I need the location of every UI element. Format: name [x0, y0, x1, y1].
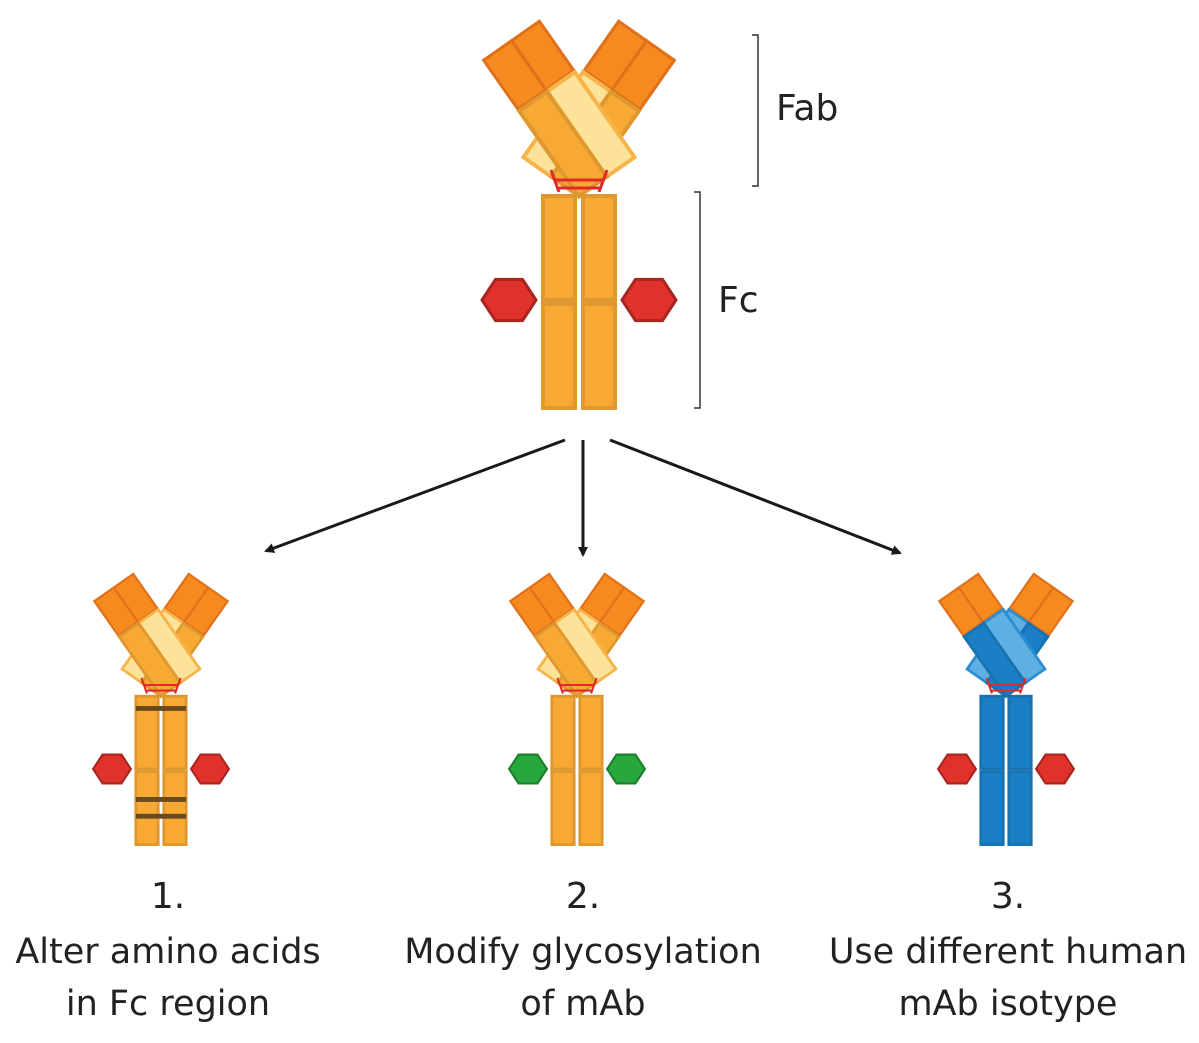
right-arm [92, 572, 202, 699]
option-1-number: 1. [150, 876, 186, 917]
fab-label: Fab [776, 88, 839, 129]
heavy-variable-domain [1027, 586, 1075, 638]
option-1-line-1: Alter amino acids [15, 932, 321, 972]
heavy-ch1-domain [516, 88, 610, 200]
left-glycan-hexagon [936, 753, 978, 785]
disulfide-bridge [549, 169, 609, 193]
ch3-domain [162, 770, 188, 846]
ch3-domain [581, 302, 617, 410]
ch2-domain [979, 694, 1005, 771]
ch2-domain [581, 194, 617, 302]
right-fc-chain [581, 194, 617, 410]
antibody-main [480, 19, 678, 410]
ch3-domain [134, 770, 160, 846]
arrow-to-option-3 [609, 438, 902, 555]
ch2-domain [541, 194, 577, 302]
antibody-option-2 [507, 572, 647, 846]
fab-bracket [752, 34, 759, 187]
option-2-line-2: of mAb [520, 984, 646, 1024]
right-glycan-hexagon [189, 753, 231, 785]
antibody-option-3 [936, 572, 1076, 846]
option-2-number: 2. [565, 876, 601, 917]
ch2-domain [578, 694, 604, 771]
ch3-domain [578, 770, 604, 846]
antibody-option-1 [91, 572, 231, 846]
left-fc-chain [541, 194, 577, 410]
mutation-mark-3 [135, 813, 187, 819]
left-glycan-hexagon [507, 753, 549, 785]
ch3-domain [550, 770, 576, 846]
right-glycan-hexagon [1034, 753, 1076, 785]
right-fc-chain [162, 694, 188, 846]
mutation-mark-2 [135, 797, 187, 802]
right-arm [508, 572, 618, 699]
option-3-caption: Use different human mAb isotype [829, 926, 1187, 1030]
fc-label: Fc [718, 280, 759, 321]
amino-acid-mutations [135, 706, 187, 819]
left-fc-chain [134, 694, 160, 846]
right-fc-chain [578, 694, 604, 846]
ch3-domain [541, 302, 577, 410]
heavy-ch1-domain [962, 621, 1028, 699]
disulfide-bridge [985, 677, 1027, 694]
option-1-caption: Alter amino acids in Fc region [15, 926, 320, 1030]
ch2-domain [134, 694, 160, 771]
ch2-domain [162, 694, 188, 771]
right-arm [937, 572, 1047, 699]
right-arm [481, 19, 638, 200]
option-3-line-2: mAb isotype [898, 984, 1118, 1024]
left-fc-chain [550, 694, 576, 846]
ch3-domain [1007, 770, 1033, 846]
option-3-number: 3. [990, 876, 1026, 917]
heavy-ch1-domain [117, 621, 183, 699]
ch2-domain [1007, 694, 1033, 771]
right-fc-chain [1007, 694, 1033, 846]
disulfide-bridge [556, 677, 598, 694]
option-3-line-1: Use different human [828, 932, 1188, 972]
left-glycan-hexagon [480, 277, 538, 323]
left-glycan-hexagon [91, 753, 133, 785]
heavy-ch1-domain [533, 621, 599, 699]
arrow-to-option-1 [264, 438, 566, 553]
ch3-domain [979, 770, 1005, 846]
mutation-mark-1 [135, 706, 187, 711]
option-2-line-1: Modify glycosylation [404, 932, 762, 972]
right-glycan-hexagon [605, 753, 647, 785]
option-2-caption: Modify glycosylation of mAb [404, 926, 762, 1030]
disulfide-bridge [140, 677, 182, 694]
ch2-domain [550, 694, 576, 771]
left-fc-chain [979, 694, 1005, 846]
fc-bracket [694, 191, 701, 409]
option-1-line-2: in Fc region [65, 984, 271, 1024]
right-glycan-hexagon [620, 277, 678, 323]
